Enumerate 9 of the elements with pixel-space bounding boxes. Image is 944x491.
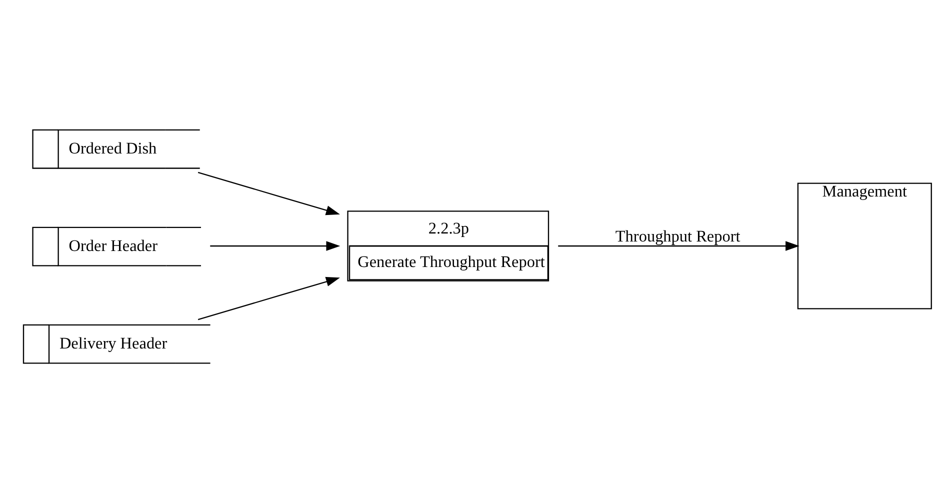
arrow [197, 276, 340, 320]
node-box: Management [796, 182, 932, 309]
arrow [197, 171, 340, 215]
arrow [210, 240, 340, 250]
node-text: Order Header [68, 236, 158, 254]
node-text: Ordered Dish [68, 138, 156, 157]
node-text: Delivery Header [58, 334, 167, 352]
arrow [558, 240, 799, 250]
edge-label: Throughput Report [614, 227, 740, 246]
